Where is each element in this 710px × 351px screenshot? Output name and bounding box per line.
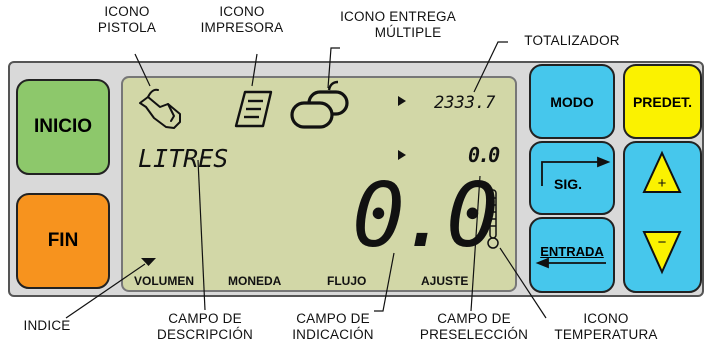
enter-button[interactable]: ENTRADA <box>529 217 615 293</box>
mode-button[interactable]: MODO <box>529 64 615 139</box>
start-button[interactable]: INICIO <box>16 79 110 175</box>
next-button[interactable]: SIG. <box>529 141 615 215</box>
down-arrow-button[interactable]: − <box>642 231 682 275</box>
totalizer-field: 2333.7 <box>434 93 496 113</box>
preset-field-callout: CAMPO DE PRESELECCIÓN <box>419 311 529 342</box>
printer-icon-callout: ICONO IMPRESORA <box>200 4 284 35</box>
leader-lines <box>65 41 547 319</box>
up-arrow-label: + <box>658 175 667 192</box>
next-button-label: SIG. <box>553 176 582 192</box>
description-field: LITRES <box>138 144 229 173</box>
menu-volumen: VOLUMEN <box>134 274 194 288</box>
printer-icon <box>234 90 273 128</box>
next-arrow-icon <box>541 156 611 186</box>
preset-marker-icon <box>398 150 406 160</box>
preset-button[interactable]: PREDET. <box>623 64 702 139</box>
temperature-icon-callout: ICONO TEMPERATURA <box>554 311 658 342</box>
enter-arrow-icon <box>535 257 606 269</box>
menu-ajuste: AJUSTE <box>421 274 469 288</box>
menu-moneda: MONEDA <box>228 274 282 288</box>
totalizer-marker-icon <box>398 96 406 106</box>
index-marker-icon <box>141 258 156 266</box>
index-callout: INDICE <box>23 318 71 333</box>
lcd-display <box>121 76 517 292</box>
down-arrow-label: − <box>658 234 667 251</box>
multiple-delivery-icon <box>290 80 349 129</box>
indication-field-callout: CAMPO DE INDICACIÓN <box>292 311 374 342</box>
multi-delivery-icon-callout: ICONO ENTREGA MÚLTIPLE <box>340 9 456 40</box>
description-field-callout: CAMPO DE DESCRIPCIÓN <box>157 311 253 342</box>
pistol-icon <box>139 88 181 129</box>
thermometer-icon <box>487 189 499 249</box>
preset-field: 0.0 <box>468 143 500 167</box>
indication-field: 0.0 <box>352 164 499 267</box>
end-button[interactable]: FIN <box>16 193 110 289</box>
pistol-icon-callout: ICONO PISTOLA <box>97 4 157 35</box>
up-arrow-button[interactable]: + <box>642 150 682 193</box>
menu-flujo: FLUJO <box>327 274 367 288</box>
enter-button-label: ENTRADA <box>540 243 604 259</box>
totalizer-callout: TOTALIZADOR <box>524 33 620 48</box>
